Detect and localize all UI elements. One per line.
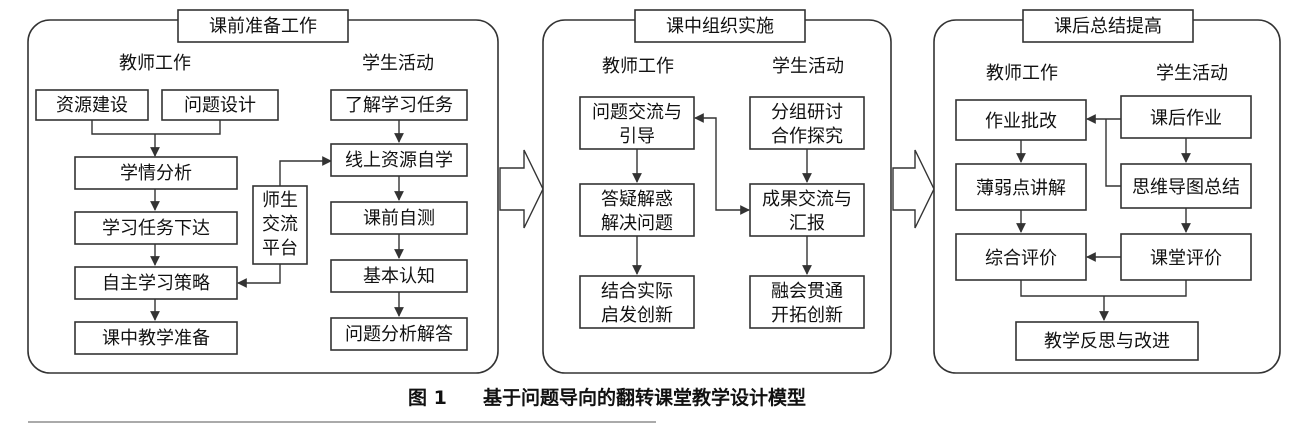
- label-report-line2: 汇报: [789, 213, 825, 234]
- box-problem-exchange: [579, 96, 695, 150]
- box-class-preparation: [74, 321, 238, 355]
- label-platform-line1: 师生: [262, 190, 298, 211]
- box-problem-design: [161, 89, 279, 121]
- label-mind-map: 思维导图总结: [1132, 177, 1240, 198]
- label-resource-building: 资源建设: [56, 95, 128, 116]
- label-problem-design: 问题设计: [184, 95, 256, 116]
- label-basic-cognition: 基本认知: [363, 266, 435, 287]
- caption-text: 基于问题导向的翻转课堂教学设计模型: [482, 386, 806, 409]
- label-self-learning-strategy: 自主学习策略: [102, 273, 210, 294]
- during-student-heading: 学生活动: [772, 56, 844, 77]
- post-teacher-heading: 教师工作: [986, 63, 1058, 84]
- panel-pre-class-title-box: [177, 9, 349, 43]
- box-online-self-study: [330, 143, 468, 177]
- label-homework-grading: 作业批改: [985, 111, 1057, 132]
- pre-teacher-heading: 教师工作: [119, 53, 191, 74]
- during-teacher-heading: 教师工作: [602, 56, 674, 77]
- label-homework: 课后作业: [1150, 108, 1222, 129]
- box-group-discussion: [749, 96, 865, 150]
- label-online-self-study: 线上资源自学: [345, 150, 453, 171]
- box-integrate-innovate: [749, 275, 865, 329]
- label-learning-analysis: 学情分析: [120, 163, 192, 184]
- stage-arrow-1: [499, 149, 544, 229]
- box-reflection: [1015, 321, 1199, 361]
- arrow-platform-to-strategy: [237, 264, 281, 288]
- label-platform-line3: 平台: [262, 238, 298, 259]
- panel-post-class-title-box: [1022, 9, 1194, 43]
- box-exchange-platform: [252, 185, 308, 265]
- panel-pre-class-title: 课前准备工作: [209, 16, 317, 37]
- figure-caption: 图 1 基于问题导向的翻转课堂教学设计模型: [408, 386, 806, 409]
- label-exchange-line1: 问题交流与: [592, 102, 682, 123]
- label-reflection: 教学反思与改进: [1044, 331, 1170, 352]
- arrow-exchange-report-bidirectional: [694, 113, 750, 215]
- label-integrate-line1: 融会贯通: [771, 281, 843, 302]
- label-integrate-line2: 开拓创新: [771, 305, 843, 326]
- label-class-preparation: 课中教学准备: [102, 328, 210, 349]
- panel-in-class-title-box: [634, 9, 806, 43]
- label-answer-line2: 解决问题: [601, 213, 673, 234]
- box-answer-questions: [579, 183, 695, 237]
- box-practice-innovation: [579, 275, 695, 329]
- label-platform-line2: 交流: [262, 214, 298, 235]
- box-resource-building: [35, 89, 149, 121]
- stage-arrow-2: [892, 149, 935, 229]
- label-practice-line1: 结合实际: [601, 281, 673, 302]
- panel-post-class: 课后总结提高 教师工作 学生活动 作业批改 薄弱点讲解 综合评价 课后作业 思维…: [933, 9, 1281, 374]
- label-practice-line2: 启发创新: [601, 305, 673, 326]
- box-understand-task: [330, 89, 468, 121]
- label-exchange-line2: 引导: [619, 126, 655, 147]
- label-weak-points: 薄弱点讲解: [976, 178, 1066, 199]
- pre-student-heading: 学生活动: [362, 53, 434, 74]
- box-problem-analysis: [330, 317, 468, 351]
- box-homework-grading: [955, 99, 1087, 141]
- label-understand-task: 了解学习任务: [345, 95, 453, 116]
- label-problem-analysis: 问题分析解答: [345, 324, 453, 345]
- box-weak-points: [955, 163, 1087, 211]
- box-overall-eval: [955, 233, 1087, 281]
- label-group-line1: 分组研讨: [771, 102, 843, 123]
- label-group-line2: 合作探究: [771, 126, 843, 147]
- label-task-assignment: 学习任务下达: [102, 218, 210, 239]
- label-class-eval: 课堂评价: [1150, 248, 1222, 269]
- connector-mindmap-to-grading: [1105, 119, 1121, 187]
- label-pre-class-test: 课前自测: [363, 208, 435, 229]
- panel-in-class: 课中组织实施 教师工作 学生活动 问题交流与 引导 答疑解惑 解决问题 结合实际…: [542, 9, 892, 374]
- box-self-learning-strategy: [74, 266, 238, 300]
- label-overall-eval: 综合评价: [985, 248, 1057, 269]
- caption-number: 图 1: [408, 387, 447, 409]
- arrow-platform-to-online: [279, 156, 332, 186]
- label-report-line1: 成果交流与: [762, 189, 852, 210]
- connector-resource-problem: [91, 120, 221, 135]
- box-homework: [1120, 95, 1252, 139]
- box-learning-analysis: [74, 156, 238, 190]
- box-task-assignment: [74, 211, 238, 245]
- label-answer-line1: 答疑解惑: [601, 189, 673, 210]
- panel-in-class-title: 课中组织实施: [666, 16, 774, 37]
- panel-post-class-title: 课后总结提高: [1054, 16, 1162, 37]
- panel-pre-class: 课前准备工作 教师工作 学生活动 资源建设 问题设计 学情分析 学习任务下达 自…: [27, 9, 499, 374]
- post-student-heading: 学生活动: [1156, 63, 1228, 84]
